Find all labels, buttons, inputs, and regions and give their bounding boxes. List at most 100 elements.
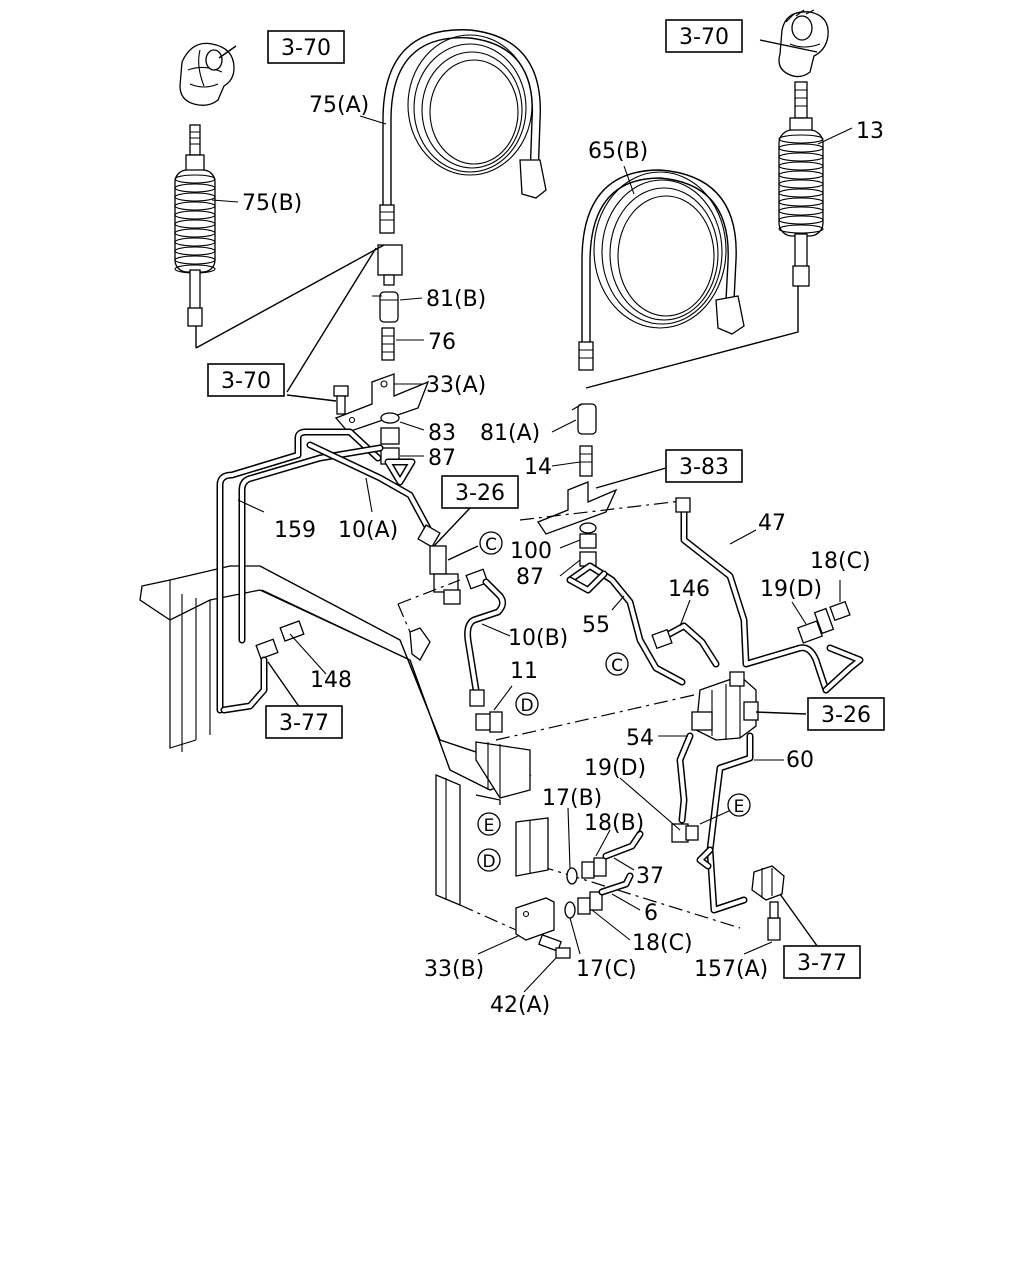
drain-157a: [767, 901, 781, 941]
valve-81a: [571, 403, 597, 435]
pipe-10b: [464, 578, 507, 707]
label-87-right: 87: [516, 565, 544, 590]
label-157a: 157(A): [694, 957, 768, 982]
bolt-42a: [538, 934, 571, 959]
coiled-hose-75b: [174, 124, 216, 327]
label-13: 13: [856, 119, 884, 144]
label-100: 100: [510, 539, 552, 564]
pipe-60: [696, 732, 754, 914]
pipe-54: [676, 732, 694, 824]
connector-e-lower: E: [727, 793, 751, 817]
label-33b: 33(B): [424, 957, 484, 982]
label-55: 55: [582, 613, 610, 638]
washer-100: [579, 522, 597, 534]
ref-box-3-26-right: 3-26: [807, 697, 885, 731]
label-17b: 17(B): [542, 786, 602, 811]
ref-box-3-26-mid: 3-26: [441, 475, 519, 509]
connector-d-lower: D: [477, 848, 501, 872]
label-81a: 81(A): [480, 421, 540, 446]
connector-c-upper: C: [479, 531, 503, 555]
bracket-lower: [475, 741, 549, 877]
ref-text: 3-70: [221, 369, 271, 394]
label-33a: 33(A): [426, 373, 486, 398]
label-6: 6: [644, 901, 658, 926]
hose-75a: [379, 29, 547, 234]
nipple-76: [381, 327, 395, 361]
label-18c-top: 18(C): [810, 549, 871, 574]
nut-18b: [581, 857, 607, 879]
label-10b: 10(B): [508, 626, 568, 651]
elbow-19d-mid: [671, 823, 699, 843]
u-pipe-87: [384, 458, 416, 486]
pipe-47: [675, 497, 864, 694]
ref-text: 3-70: [281, 36, 331, 61]
ref-text: 3-77: [279, 711, 329, 736]
elbow-19d-top: [797, 607, 835, 644]
bolt-33a: [333, 385, 349, 415]
label-159: 159: [274, 518, 316, 543]
coupling-head-left: [179, 42, 235, 106]
ref-box-3-70-mid-left: 3-70: [207, 363, 285, 397]
connector-letter: D: [482, 852, 495, 872]
ref-text: 3-26: [455, 481, 505, 506]
pipe-10a: [306, 441, 441, 548]
valve-assembly-3-26: [429, 545, 489, 605]
label-146: 146: [668, 577, 710, 602]
label-47: 47: [758, 511, 786, 536]
label-19d-top: 19(D): [760, 577, 822, 602]
nut-87-right: [579, 533, 597, 567]
ref-box-3-70-top-right: 3-70: [665, 19, 743, 53]
elbow-11: [475, 711, 503, 733]
ref-box-3-70-top-left: 3-70: [267, 30, 345, 64]
nipple-14: [579, 445, 593, 477]
valve-81b: [372, 291, 399, 323]
label-10a: 10(A): [338, 518, 398, 543]
elbow-148: [220, 620, 305, 714]
washer-83: [380, 412, 400, 424]
nut-18c-lower: [577, 891, 603, 915]
label-148: 148: [310, 668, 352, 693]
label-11: 11: [510, 659, 538, 684]
pipe-146: [651, 622, 720, 668]
connector-letter: D: [520, 696, 533, 716]
label-60: 60: [786, 748, 814, 773]
ref-box-3-77-right: 3-77: [783, 945, 861, 979]
label-18b: 18(B): [584, 811, 644, 836]
connector-e-upper: E: [477, 812, 501, 836]
connector-letter: C: [611, 656, 623, 676]
relay-valve-3-26: [691, 671, 759, 741]
tee-fitting: [377, 244, 403, 286]
connector-d-upper: D: [515, 692, 539, 716]
nut-18c-top: [829, 600, 851, 622]
label-75b: 75(B): [242, 191, 302, 216]
connector-letter: C: [485, 535, 497, 555]
washer-17b: [566, 867, 578, 885]
ref-box-3-77-left: 3-77: [265, 705, 343, 739]
hose-37: [602, 830, 644, 860]
label-75a: 75(A): [309, 93, 369, 118]
bracket-33b: [515, 897, 555, 941]
connector-c-lower: C: [605, 652, 629, 676]
bracket-3-83: [537, 481, 618, 535]
label-81b: 81(B): [426, 287, 486, 312]
connector-letter: E: [734, 797, 745, 817]
bracket-33a: [334, 373, 430, 433]
label-14: 14: [524, 455, 552, 480]
label-19d-mid: 19(D): [584, 756, 646, 781]
washer-17c: [564, 901, 576, 919]
hose-6: [598, 872, 634, 896]
ref-text: 3-83: [679, 455, 729, 480]
ref-text: 3-77: [797, 951, 847, 976]
label-54: 54: [626, 726, 654, 751]
coiled-hose-13: [778, 81, 824, 287]
ref-box-3-83: 3-83: [665, 449, 743, 483]
ref-text: 3-26: [821, 703, 871, 728]
hose-65b: [578, 169, 745, 371]
coupling-head-right: [778, 9, 829, 78]
label-65b: 65(B): [588, 139, 648, 164]
ref-text: 3-70: [679, 25, 729, 50]
label-17c: 17(C): [576, 957, 637, 982]
label-37: 37: [636, 864, 664, 889]
label-18c-bot: 18(C): [632, 931, 693, 956]
